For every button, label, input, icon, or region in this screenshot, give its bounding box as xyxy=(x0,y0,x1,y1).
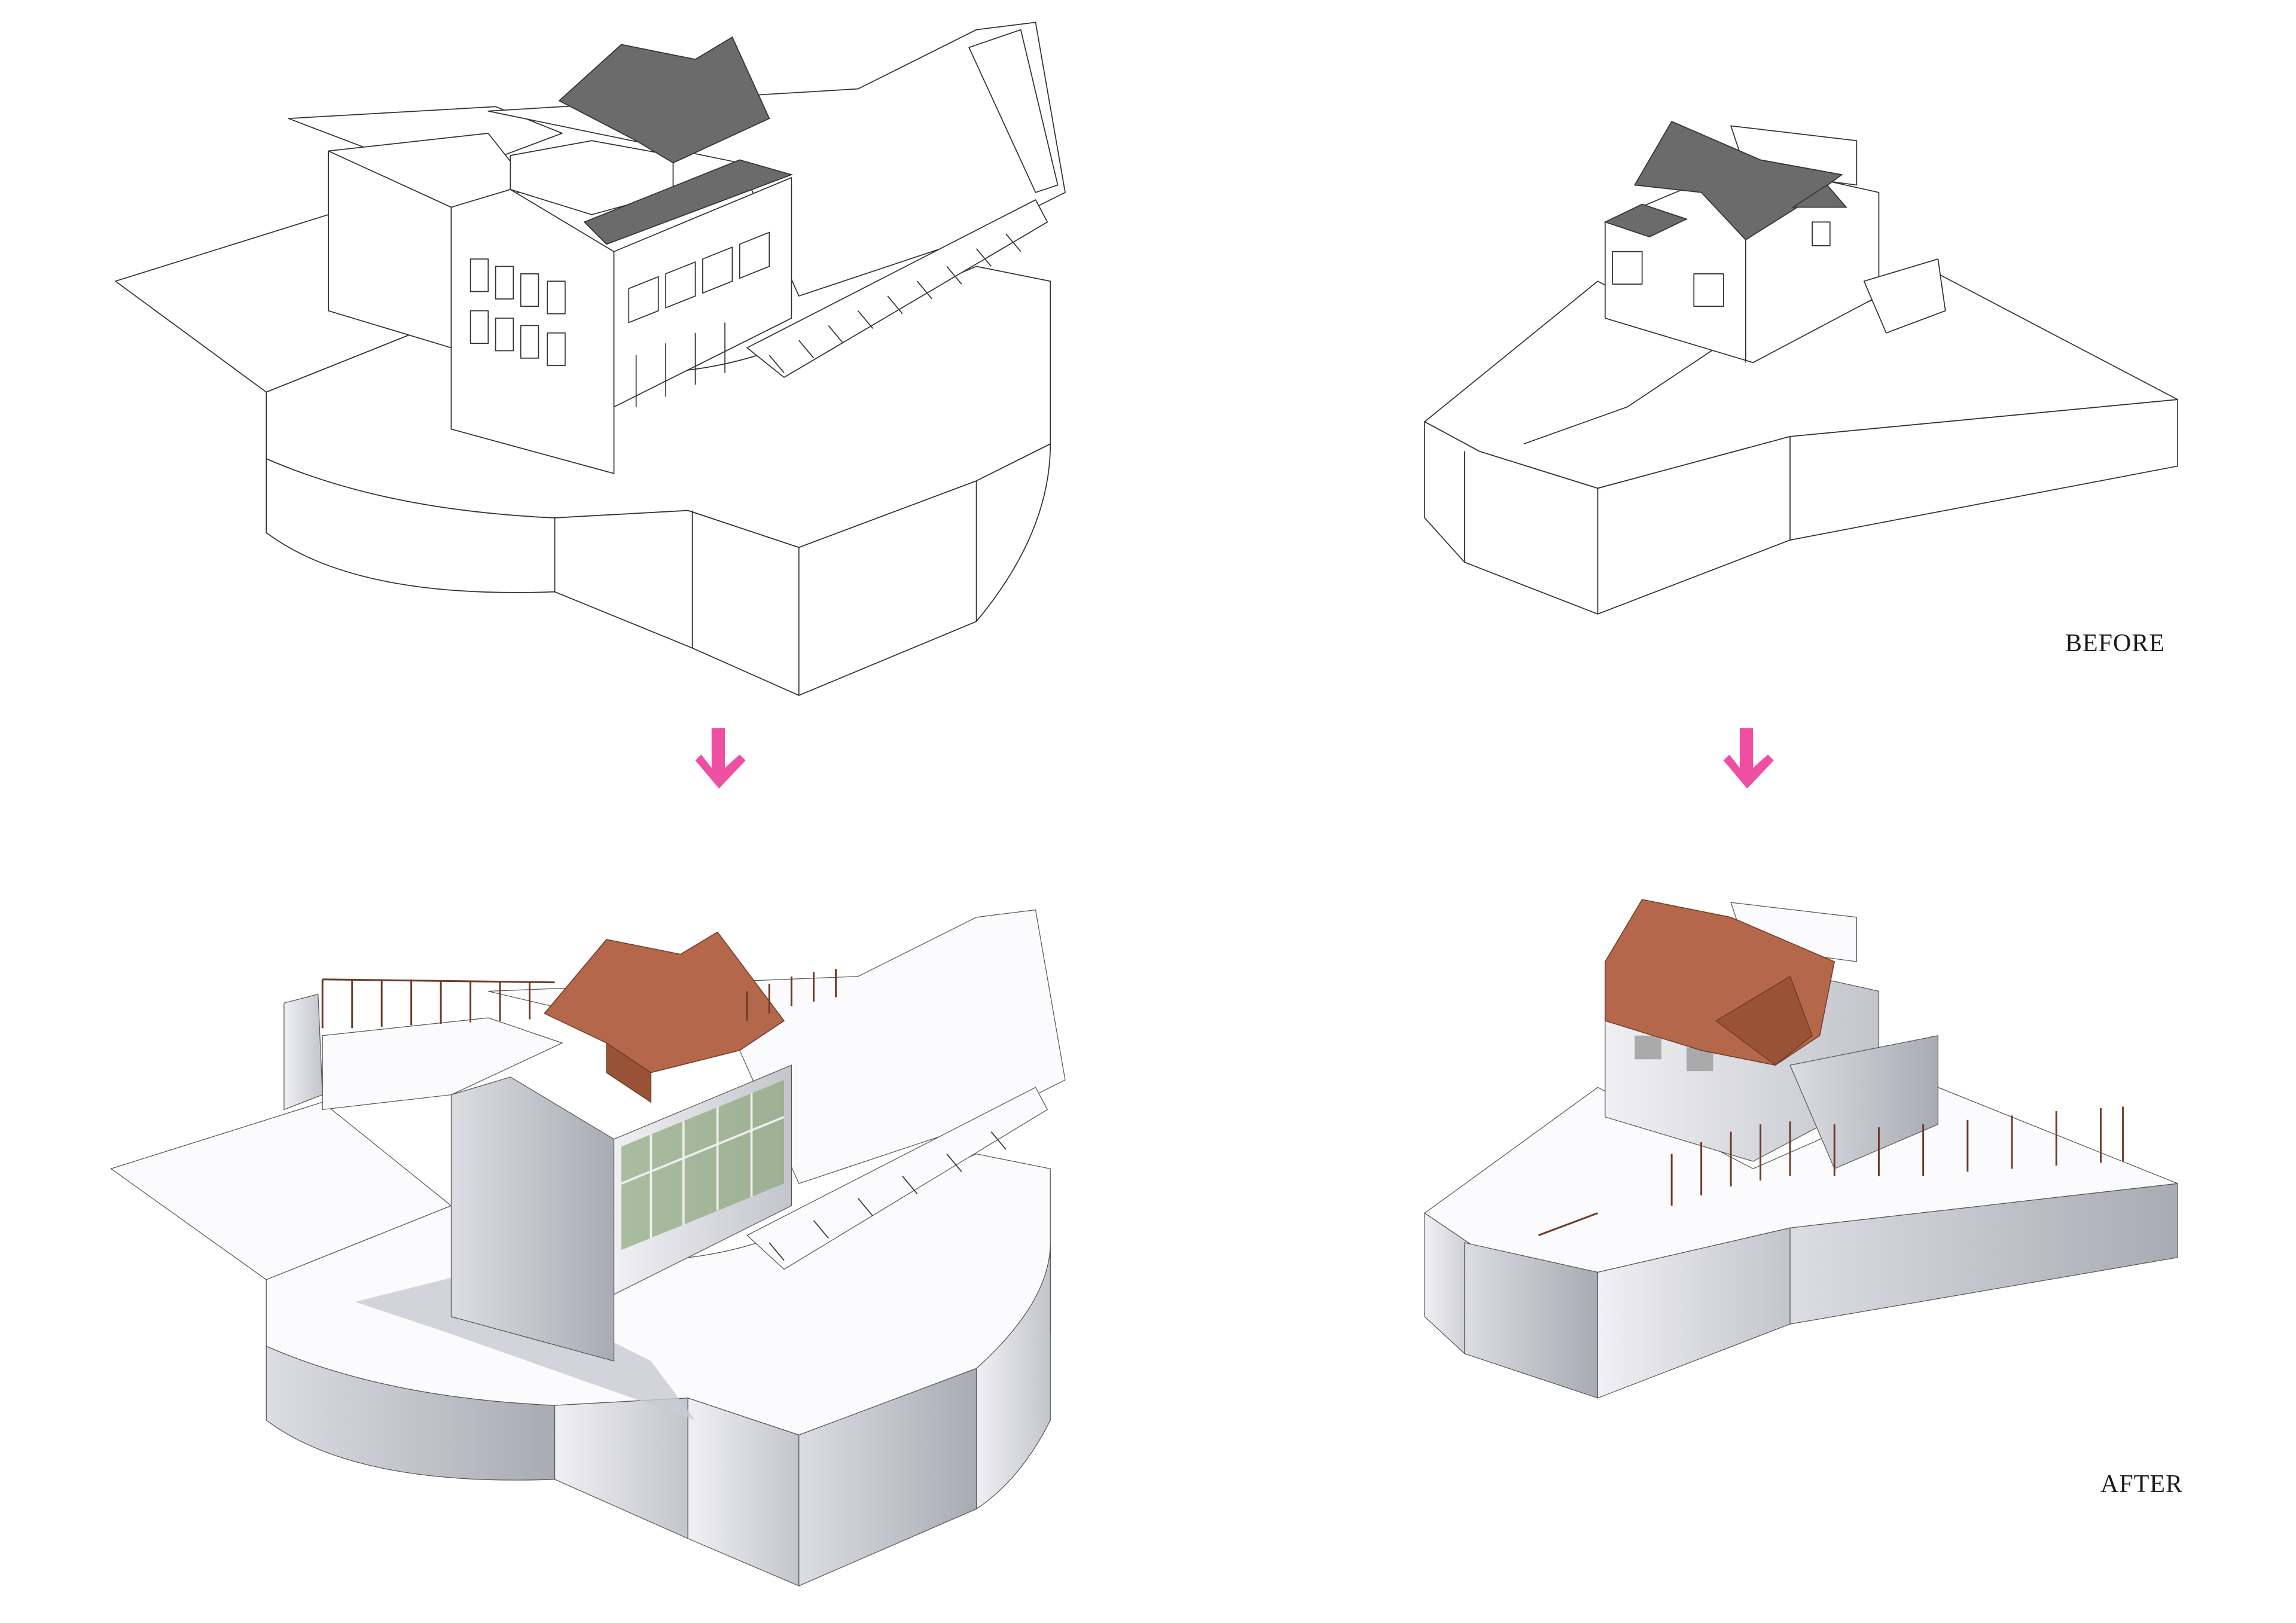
after-label: AFTER xyxy=(2100,1471,2184,1498)
arrow-down-icon xyxy=(1723,728,1774,789)
after-fence-left xyxy=(321,978,555,1029)
arrow-down-icon xyxy=(695,728,746,789)
before-windows-grid xyxy=(469,231,770,407)
before-small-house-drawing xyxy=(1424,120,2178,615)
before-label: BEFORE xyxy=(2065,630,2166,657)
after-large-house-render xyxy=(110,909,1066,1587)
after-glass-facade xyxy=(621,1079,785,1250)
after-fence-ramp xyxy=(1538,1106,2124,1237)
after-stairs xyxy=(746,1087,1048,1270)
after-fence-right xyxy=(746,969,837,1021)
before-large-house-drawing xyxy=(115,22,1066,696)
before-stairs xyxy=(746,199,1048,378)
before-roof-upper xyxy=(558,36,770,164)
before-roof-lower xyxy=(583,159,794,245)
after-small-house-render xyxy=(1423,899,2178,1399)
